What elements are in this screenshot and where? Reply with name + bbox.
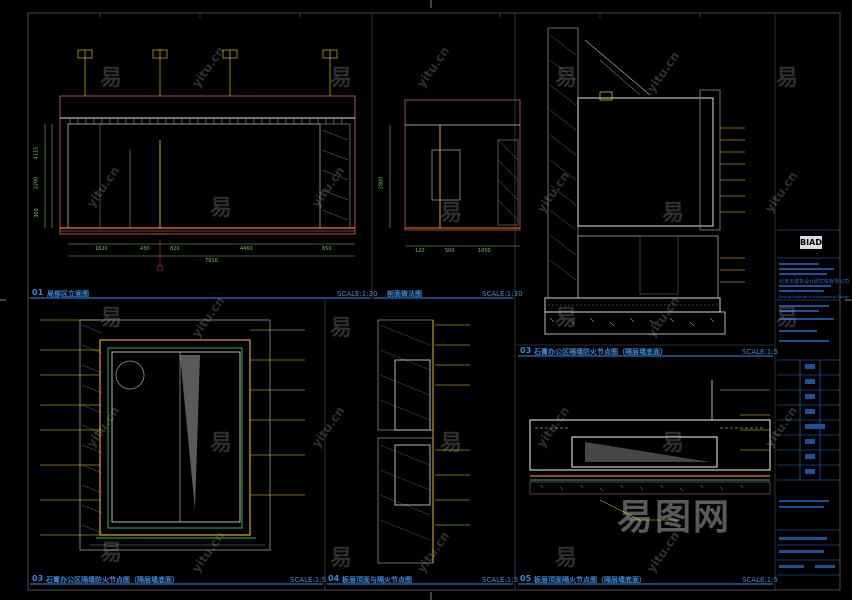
view-number: 01	[32, 288, 44, 297]
svg-text:120: 120	[415, 248, 425, 254]
svg-text:4460: 4460	[240, 246, 253, 252]
view-number: 05	[520, 574, 532, 583]
dim-label: 4115	[33, 146, 40, 160]
view-title: 剖面做法图	[387, 290, 422, 298]
view-title: 板层顶面隔火节点图（隔层墙底面）	[534, 576, 646, 584]
view-scale: SCALE:1:5	[742, 348, 779, 356]
view-scale: SCALE:1:30	[337, 290, 378, 298]
svg-text:1000: 1000	[478, 248, 491, 254]
view-scale: SCALE:1:30	[482, 290, 523, 298]
company-name-en: Beijing Institute of Architectural Desig…	[779, 295, 850, 299]
dim-label: 2800	[378, 176, 385, 190]
svg-text:650: 650	[322, 246, 332, 252]
view-number: 04	[328, 574, 340, 583]
view-title: 石膏办公区隔墙防火节点图（隔层墙底面）	[46, 576, 179, 584]
company-logo: BIAD	[800, 236, 822, 249]
view-scale: SCALE:1:5	[290, 576, 327, 584]
node-detail-05	[529, 380, 771, 521]
view-title: 板层顶面与隔火节点图	[342, 576, 412, 584]
view-number: 03	[520, 346, 532, 355]
svg-text:7910: 7910	[205, 258, 218, 264]
dim-label: 300	[33, 208, 40, 218]
company-name: 北京市建筑设计研究院有限公司	[779, 279, 850, 285]
svg-text:500: 500	[445, 248, 455, 254]
title-block	[777, 229, 840, 576]
section-drawing	[389, 99, 521, 247]
view-scale: SCALE:1:5	[482, 576, 519, 584]
node-detail-04	[377, 319, 470, 564]
section-dims: 120 500 1000	[415, 248, 491, 254]
elevation-drawing	[44, 49, 356, 272]
view-number: 03	[32, 574, 44, 583]
dim-label: 2200	[33, 176, 40, 190]
view-title: 石膏办公区隔墙防火节点图（隔层墙底面）	[534, 348, 667, 356]
svg-text:1620: 1620	[95, 246, 108, 252]
node-detail-upper	[544, 27, 745, 335]
border-ticks	[99, 13, 701, 18]
elevation-dims: 1620 430 820 4460 650 7910	[95, 246, 332, 264]
title-block-fill	[779, 263, 835, 568]
svg-text:430: 430	[140, 246, 150, 252]
view-title: 局部区立面图	[47, 290, 89, 298]
node-detail-03	[40, 319, 305, 551]
view-title-bars	[30, 297, 773, 585]
svg-text:820: 820	[170, 246, 180, 252]
view-scale: SCALE:1:5	[742, 576, 779, 584]
